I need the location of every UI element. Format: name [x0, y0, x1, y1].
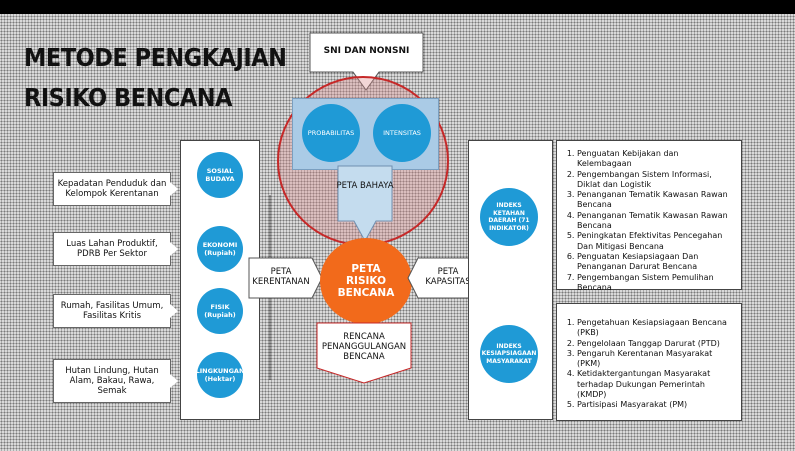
peta-kerentanan-box: PETA KERENTANAN — [248, 257, 323, 299]
kesiapsiagaan-item: Pengelolaan Tanggap Darurat (PTD) — [577, 339, 735, 349]
lingkungan-circle: LINGKUNGAN (Hektar) — [196, 352, 244, 398]
peta-bahaya-arrow: PETA BAHAYA — [336, 165, 394, 243]
peta-kapasitas-label: PETA KAPASITAS — [425, 267, 471, 287]
probabilitas-circle: PROBABILITAS — [302, 104, 360, 162]
title-line-1: METODE PENGKAJIAN — [24, 43, 287, 72]
ketahanan-item: Peningkatan Efektivitas Pencegahan Dan M… — [577, 231, 735, 252]
indeks-kesiapsiagaan-circle: INDEKS KESIAPSIAGAAN MASYARAKAT — [480, 325, 538, 383]
ketahanan-item: Penguatan Kesiapsiagaan Dan Penanganan D… — [577, 252, 735, 273]
top-bar — [0, 0, 795, 14]
ketahanan-list-box: Penguatan Kebijakan dan Kelembagaan Peng… — [556, 140, 742, 292]
fisik-circle: FISIK (Rupiah) — [197, 288, 243, 334]
ketahanan-item: Pengembangan Sistem Pemulihan Bencana — [577, 273, 735, 294]
peta-kerentanan-label: PETA KERENTANAN — [252, 267, 310, 287]
intensitas-circle: INTENSITAS — [373, 104, 431, 162]
kesiapsiagaan-item: Ketidaktergantungan Masyarakat terhadap … — [577, 369, 735, 400]
rencana-box: RENCANA PENANGGULANGAN BENCANA — [316, 322, 412, 384]
ketahanan-item: Penanganan Tematik Kawasan Rawan Bencana — [577, 211, 735, 232]
ekonomi-callout: Luas Lahan Produktif, PDRB Per Sektor — [53, 232, 178, 266]
indeks-ketahanan-circle: INDEKS KETAHAN DAERAH (71 INDIKATOR) — [480, 188, 538, 246]
ketahanan-item: Penanganan Tematik Kawasan Rawan Bencana — [577, 190, 735, 211]
sosial-budaya-circle: SOSIAL BUDAYA — [197, 152, 243, 198]
peta-kapasitas-box: PETA KAPASITAS — [407, 257, 481, 299]
ketahanan-item: Pengembangan Sistem Informasi, Diklat da… — [577, 170, 735, 191]
kesiapsiagaan-item: Pengaruh Kerentanan Masyarakat (PKM) — [577, 349, 735, 370]
peta-bahaya-label: PETA BAHAYA — [336, 181, 394, 191]
rencana-label: RENCANA PENANGGULANGAN BENCANA — [321, 332, 407, 362]
peta-risiko-circle: PETA RISIKO BENCANA — [320, 238, 412, 324]
sosial-callout: Kepadatan Penduduk dan Kelompok Kerentan… — [53, 172, 178, 206]
lingkungan-callout: Hutan Lindung, Hutan Alam, Bakau, Rawa, … — [53, 359, 178, 403]
kesiapsiagaan-item: Pengetahuan Kesiapsiagaan Bencana (PKB) — [577, 318, 735, 339]
kesiapsiagaan-item: Partisipasi Masyarakat (PM) — [577, 400, 735, 410]
ekonomi-circle: EKONOMI (Rupiah) — [197, 226, 243, 272]
sni-label: SNI DAN NONSNI — [323, 46, 410, 56]
page-title: METODE PENGKAJIAN RISIKO BENCANA — [24, 38, 287, 118]
fisik-callout: Rumah, Fasilitas Umum, Fasilitas Kritis — [53, 294, 178, 328]
kesiapsiagaan-list-box: Pengetahuan Kesiapsiagaan Bencana (PKB) … — [556, 303, 742, 421]
ketahanan-item: Penguatan Kebijakan dan Kelembagaan — [577, 149, 735, 170]
title-line-2: RISIKO BENCANA — [24, 83, 232, 112]
